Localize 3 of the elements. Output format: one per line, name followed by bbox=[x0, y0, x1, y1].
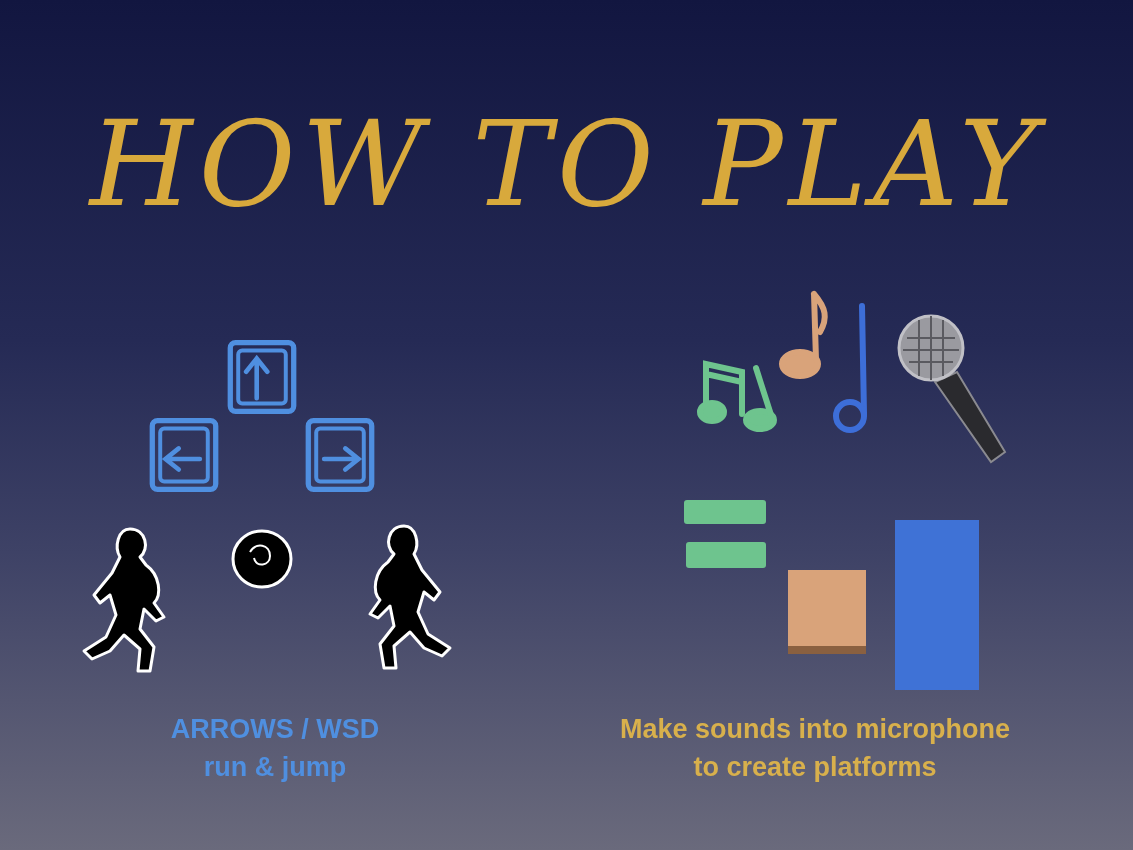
title: HOW TO PLAY bbox=[0, 95, 1133, 233]
instruction-text: ARROWS / WSD run & jump bbox=[169, 713, 381, 784]
instruction-text: Make sounds into microphone to create platforms bbox=[618, 713, 1011, 784]
